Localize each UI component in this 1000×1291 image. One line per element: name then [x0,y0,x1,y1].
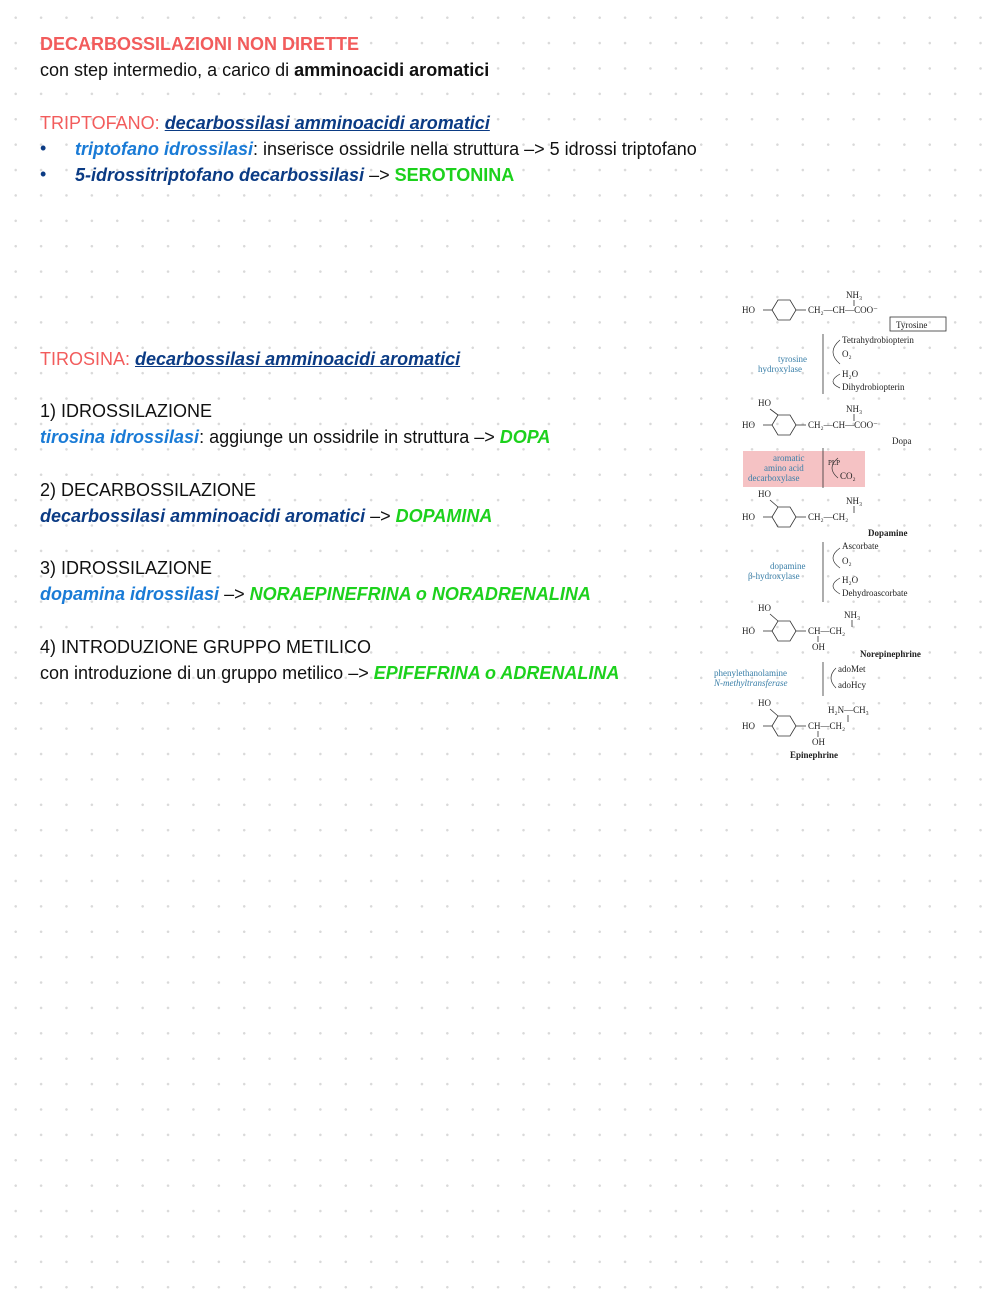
bullet-1-enzyme: triptofano idrossilasi [75,139,254,159]
dopamine-nh3: NH₃ [846,496,862,506]
enzyme-2-line-2: amino acid [764,463,804,473]
dopa-ho-1: HO [758,398,771,408]
dopa-nh3: NH₃ [846,404,862,414]
bullet-2-arrow: –> [364,165,395,185]
epinephrine-amine: H₂N—CH₃ [828,705,869,715]
step-2-enzyme: decarbossilasi amminoacidi aromatici [40,506,366,526]
triptofano-bullet-2: 5-idrossitriptofano decarbossilasi –> SE… [75,164,514,186]
bullet-2-symbol: • [40,164,47,184]
epinephrine-chain: CH—CH₂ [808,721,845,731]
dopa-chain: CH₂—CH—COO⁻ [808,420,878,430]
tirosina-enzyme: decarbossilasi amminoacidi aromatici [135,349,461,369]
tirosina-label: TIROSINA: [40,349,136,369]
tyrosine-ho: HO [742,305,755,315]
enzyme-1-line-1: tyrosine [778,354,807,364]
cofactor-3-b: O₂ [842,556,852,566]
catecholamine-pathway-figure: HO NH₃ CH₂—CH—COO⁻ Tyrosine tyrosine hyd… [713,290,947,760]
enzyme-2-line-1: aromatic [773,453,804,463]
cofactor-4-a: adoMet [838,664,866,674]
cofactor-1-c: H₂O [842,369,859,379]
triptofano-heading: TRIPTOFANO: decarbossilasi amminoacidi a… [40,112,490,134]
dopamine-structure: HO HO NH₃ CH₂—CH₂ Dopamine [742,489,908,538]
epinephrine-ho-1: HO [758,698,771,708]
step-4-product: EPIFEFRINA o ADRENALINA [373,663,620,683]
cofactor-2-a: PLP [828,459,840,467]
epinephrine-structure: HO HO H₂N—CH₃ CH—CH₂ OH Epinephrine [742,698,869,760]
cofactor-3-c: H₂O [842,575,859,585]
step-3-product: NORAEPINEFRINA o NORADRENALINA [249,584,591,604]
subtitle-prefix: con step intermedio, a carico di [40,60,295,80]
step-3-text: –> [219,584,250,604]
dopa-ho-2: HO [742,420,755,430]
enzyme-4-line-2: N-methyltransferase [713,678,788,688]
page-subtitle: con step intermedio, a carico di amminoa… [40,59,489,81]
subtitle-bold: amminoacidi aromatici [294,60,490,80]
step-4-line: con introduzione di un gruppo metilico –… [40,662,619,684]
dopamine-ho-2: HO [742,512,755,522]
norepinephrine-structure: HO HO NH₃ CH—CH₂ OH Norepinephrine [742,603,921,659]
step-1-enzyme: tirosina idrossilasi [40,427,200,447]
cofactor-1-b: O₂ [842,349,852,359]
step-3-line: dopamina idrossilasi –> NORAEPINEFRINA o… [40,583,591,605]
step-1-product: DOPA [499,427,551,447]
bullet-2-enzyme: 5-idrossitriptofano decarbossilasi [75,165,365,185]
epinephrine-name: Epinephrine [790,750,838,760]
norepinephrine-chain: CH—CH₂ [808,626,845,636]
step-3-enzyme: dopamina idrossilasi [40,584,220,604]
dopamine-name: Dopamine [868,528,908,538]
decarboxylase-highlight [743,451,865,487]
step-1-title: 1) IDROSSILAZIONE [40,401,213,421]
bullet-2-product: SEROTONINA [394,165,515,185]
triptofano-enzyme: decarbossilasi amminoacidi aromatici [164,113,490,133]
dopa-name: Dopa [892,436,912,446]
tyrosine-chain: CH₂—CH—COO⁻ [808,305,878,315]
norepinephrine-oh: OH [812,642,825,652]
epinephrine-ho-2: HO [742,721,755,731]
dopamine-ho-1: HO [758,489,771,499]
step-4-title: 4) INTRODUZIONE GRUPPO METILICO [40,637,372,657]
norepinephrine-ho-2: HO [742,626,755,636]
cofactor-1-d: Dihydrobiopterin [842,382,905,392]
step-2-title: 2) DECARBOSSILAZIONE [40,480,257,500]
tirosina-heading: TIROSINA: decarbossilasi amminoacidi aro… [40,348,460,370]
triptofano-label: TRIPTOFANO: [40,113,165,133]
step-1-text: : aggiunge un ossidrile in struttura –> [199,427,500,447]
norepinephrine-nh3: NH₃ [844,610,860,620]
enzyme-1-line-2: hydroxylase [758,364,802,374]
norepinephrine-ho-1: HO [758,603,771,613]
step-1-line: tirosina idrossilasi: aggiunge un ossidr… [40,426,550,448]
enzyme-4-line-1: phenylethanolamine [714,668,787,678]
triptofano-bullet-1: triptofano idrossilasi: inserisce ossidr… [75,138,697,160]
cofactor-3-d: Dehydroascorbate [842,588,907,598]
step-2-text: –> [365,506,396,526]
page-title: DECARBOSSILAZIONI NON DIRETTE [40,33,359,55]
cofactor-4-b: adoHcy [838,680,866,690]
dopa-structure: HO HO NH₃ CH₂—CH—COO⁻ Dopa [742,398,912,446]
enzyme-3-line-2: β-hydroxylase [748,571,800,581]
bullet-1-symbol: • [40,138,47,158]
norepinephrine-name: Norepinephrine [860,649,921,659]
cofactor-3-a: Ascorbate [842,541,878,551]
cofactor-1-a: Tetrahydrobiopterin [842,335,914,345]
title-text: DECARBOSSILAZIONI NON DIRETTE [40,34,360,54]
step-2-line: decarbossilasi amminoacidi aromatici –> … [40,505,492,527]
cofactor-2-b: CO₂ [840,471,856,481]
enzyme-2-line-3: decarboxylase [748,473,799,483]
step-4-text: con introduzione di un gruppo metilico –… [40,663,374,683]
bullet-1-text: : inserisce ossidrile nella struttura –>… [253,139,697,159]
enzyme-3-line-1: dopamine [770,561,806,571]
step-3-title: 3) IDROSSILAZIONE [40,558,213,578]
step-2-product: DOPAMINA [395,506,493,526]
tyrosine-nh3: NH₃ [846,290,862,300]
dopamine-chain: CH₂—CH₂ [808,512,848,522]
tyrosine-name: Tyrosine [896,320,927,330]
epinephrine-oh: OH [812,737,825,747]
tyrosine-structure: HO NH₃ CH₂—CH—COO⁻ Tyrosine [742,290,947,332]
